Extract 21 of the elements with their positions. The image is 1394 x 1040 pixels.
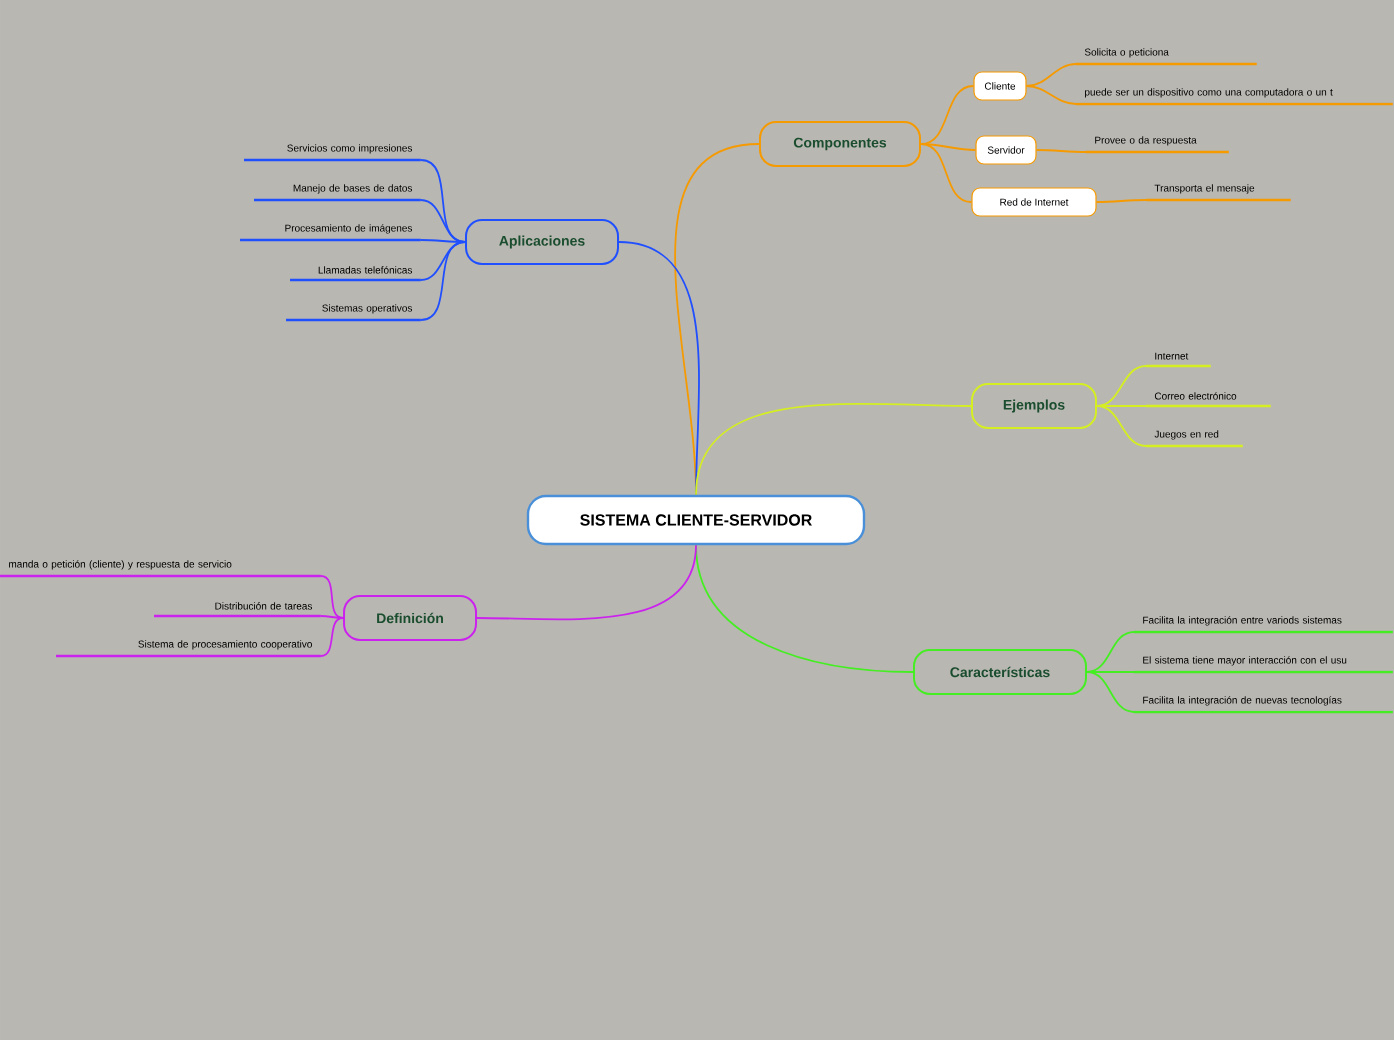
central-topic-box: SISTEMA CLIENTE-SERVIDOR [526, 494, 866, 546]
connector [1035, 149, 1087, 153]
connector [1025, 63, 1077, 87]
connector [319, 575, 344, 619]
connector [920, 85, 975, 145]
connector [1086, 631, 1135, 673]
connector [1095, 199, 1147, 203]
connector [476, 544, 697, 621]
connector [695, 403, 972, 496]
connector [1096, 365, 1147, 407]
connector [419, 241, 466, 321]
connector [419, 199, 466, 243]
connector [319, 615, 344, 619]
connector [1086, 671, 1135, 713]
connector [1025, 85, 1077, 105]
connector [319, 617, 344, 657]
connector [920, 143, 973, 203]
connector [920, 143, 977, 151]
connector [1086, 671, 1135, 673]
connector [1096, 405, 1147, 407]
connector [1096, 405, 1147, 447]
